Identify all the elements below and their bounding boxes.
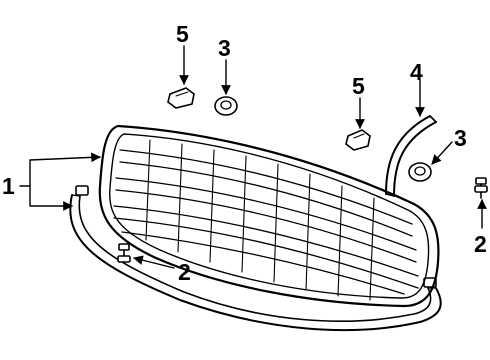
callout-5-right: 5 <box>352 73 365 99</box>
callout-3-right: 3 <box>454 125 467 151</box>
screw-part-2-right <box>474 177 488 199</box>
screw-part-2-left <box>117 243 131 263</box>
clip-part-5-upper <box>167 87 195 109</box>
callout-5-upper: 5 <box>176 21 189 47</box>
callout-1: 1 <box>2 173 15 199</box>
grille-lower-support <box>69 185 442 332</box>
grille-assembly <box>98 124 440 308</box>
grommet-part-3-upper <box>214 96 238 116</box>
callout-2-left: 2 <box>178 259 191 285</box>
callout-2-right: 2 <box>474 231 487 257</box>
clip-part-5-right <box>345 129 371 151</box>
grommet-part-3-right <box>408 162 432 182</box>
molding-part-4 <box>385 115 437 197</box>
leader-lines <box>19 45 487 269</box>
callout-3-upper: 3 <box>218 35 231 61</box>
callout-4: 4 <box>410 59 423 85</box>
